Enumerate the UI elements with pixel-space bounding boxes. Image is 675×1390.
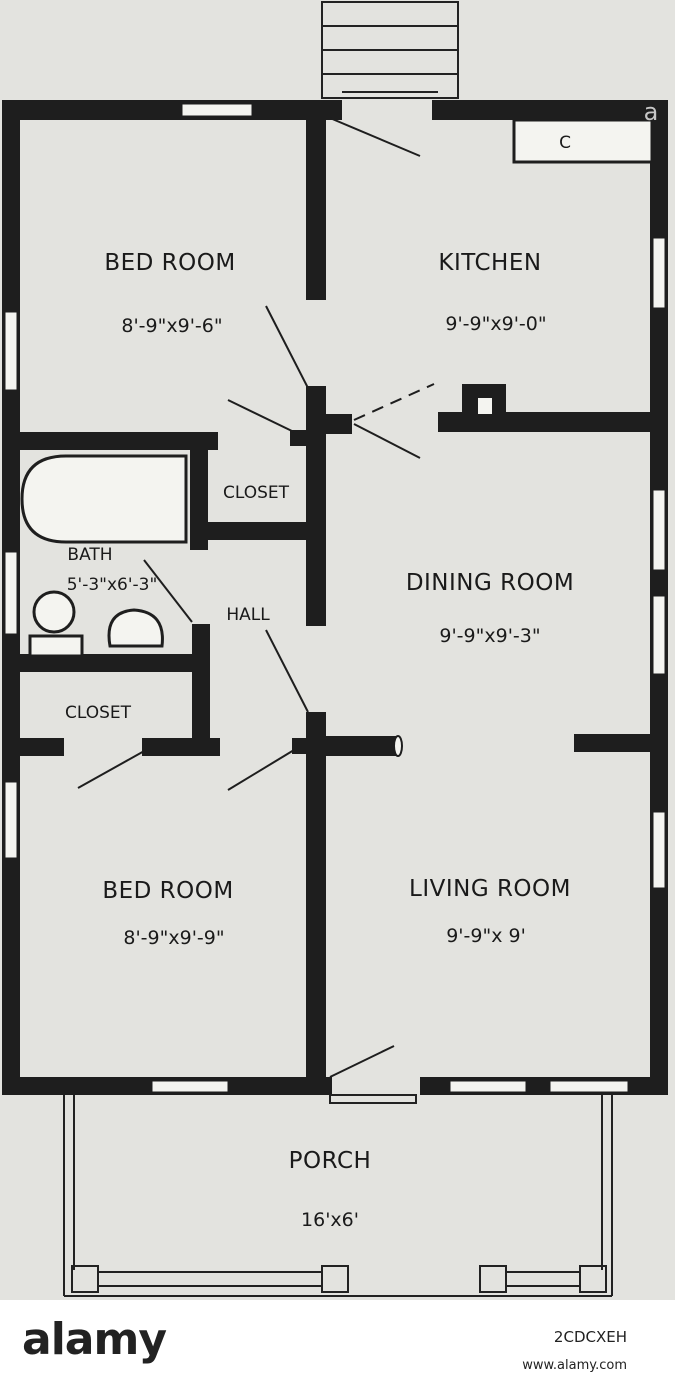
bedroom-bottom-label: BED ROOM	[102, 878, 233, 904]
closet-upper-label: CLOSET	[223, 483, 290, 503]
bedroom-top-label: BED ROOM	[104, 250, 235, 276]
site-url: www.alamy.com	[522, 1358, 627, 1373]
watermark-mark: a	[643, 98, 659, 126]
closet-lower-label: CLOSET	[65, 703, 132, 723]
cupboard-mark: C	[559, 133, 571, 153]
hall-label: HALL	[226, 605, 270, 625]
bedroom-top-dims: 8'-9"x9'-6"	[121, 315, 222, 337]
toilet	[107, 608, 164, 648]
porch-dims: 16'x6'	[301, 1209, 359, 1231]
dining-room-dims: 9'-9"x9'-3"	[439, 625, 540, 647]
exterior-walls	[2, 100, 668, 1095]
stock-footer: alamy 2CDCXEH www.alamy.com	[0, 1300, 675, 1390]
bathtub	[20, 454, 188, 544]
porch	[63, 1094, 613, 1297]
bedroom-bottom-dims: 8'-9"x9'-9"	[123, 927, 224, 949]
door-swings	[77, 117, 435, 1078]
kitchen-cupboard	[512, 118, 654, 164]
wall-end-cap	[393, 735, 403, 757]
image-id: 2CDCXEH	[553, 1328, 627, 1346]
bath-dims: 5'-3"x6'-3"	[67, 575, 158, 595]
floor-plan: BED ROOM 8'-9"x9'-6" KITCHEN 9'-9"x9'-0"…	[2, 1, 668, 1297]
interior-walls	[10, 100, 654, 1095]
dining-room-label: DINING ROOM	[406, 570, 574, 596]
chimney	[478, 398, 492, 414]
bath-sink	[28, 590, 84, 658]
kitchen-dims: 9'-9"x9'-0"	[445, 313, 546, 335]
brand-logo: alamy	[22, 1314, 167, 1365]
kitchen-label: KITCHEN	[438, 250, 541, 276]
windows	[4, 103, 666, 1093]
porch-label: PORCH	[289, 1148, 372, 1174]
living-room-label: LIVING ROOM	[409, 876, 571, 902]
living-room-dims: 9'-9"x 9'	[446, 925, 526, 947]
bath-label: BATH	[67, 545, 112, 565]
rear-steps	[321, 1, 459, 99]
